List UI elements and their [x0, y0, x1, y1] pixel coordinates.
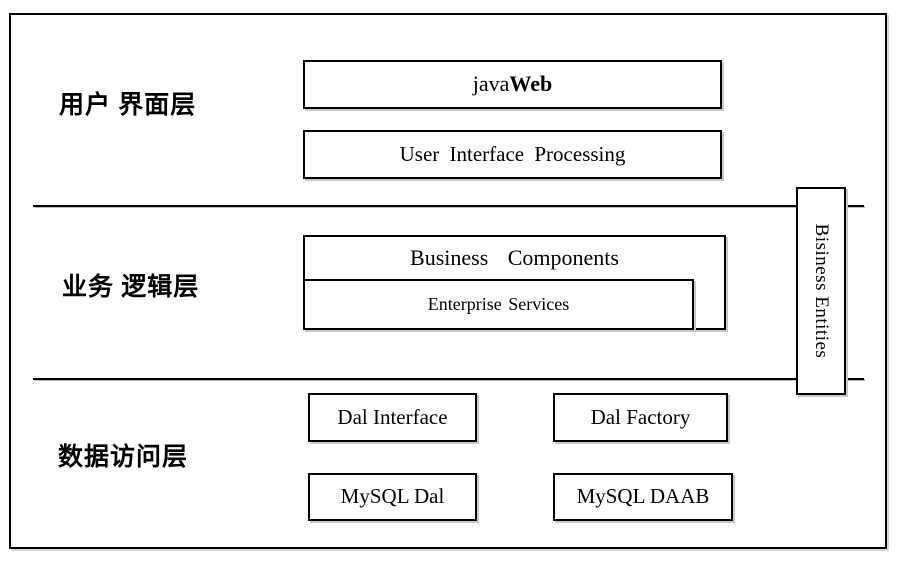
dal-factory-label: Dal Factory [590, 404, 691, 429]
ui-layer-label: 用户 界面层 [59, 92, 197, 119]
dal-factory-box: Dal Factory [553, 393, 728, 442]
javaweb-label-prefix: java [472, 71, 510, 97]
enterprise-services-box: Enterprise Services [303, 279, 694, 330]
layer-divider-bottom [33, 378, 864, 380]
dal-interface-box: Dal Interface [308, 393, 477, 442]
business-components-label: Business Components [410, 245, 619, 270]
mysql-dal-box: MySQL Dal [308, 473, 477, 521]
enterprise-services-label: Enterprise Services [427, 293, 570, 314]
javaweb-box: javaWeb [303, 60, 722, 109]
mysql-daab-label: MySQL DAAB [576, 484, 710, 509]
business-layer-label: 业务 逻辑层 [62, 274, 200, 301]
layer-divider-top [33, 205, 864, 207]
dal-interface-label: Dal Interface [337, 404, 448, 429]
user-interface-processing-box: User Interface Processing [303, 130, 722, 179]
javaweb-label: javaWeb [473, 72, 552, 96]
user-interface-processing-label: User Interface Processing [399, 141, 626, 166]
data-access-layer-label: 数据访问层 [58, 444, 189, 471]
mysql-daab-box: MySQL DAAB [553, 473, 733, 521]
javaweb-label-suffix: Web [509, 71, 553, 97]
business-entities-label: Bisiness Entities [811, 223, 833, 359]
mysql-dal-label: MySQL Dal [340, 484, 445, 509]
business-entities-box: Bisiness Entities [796, 187, 846, 395]
